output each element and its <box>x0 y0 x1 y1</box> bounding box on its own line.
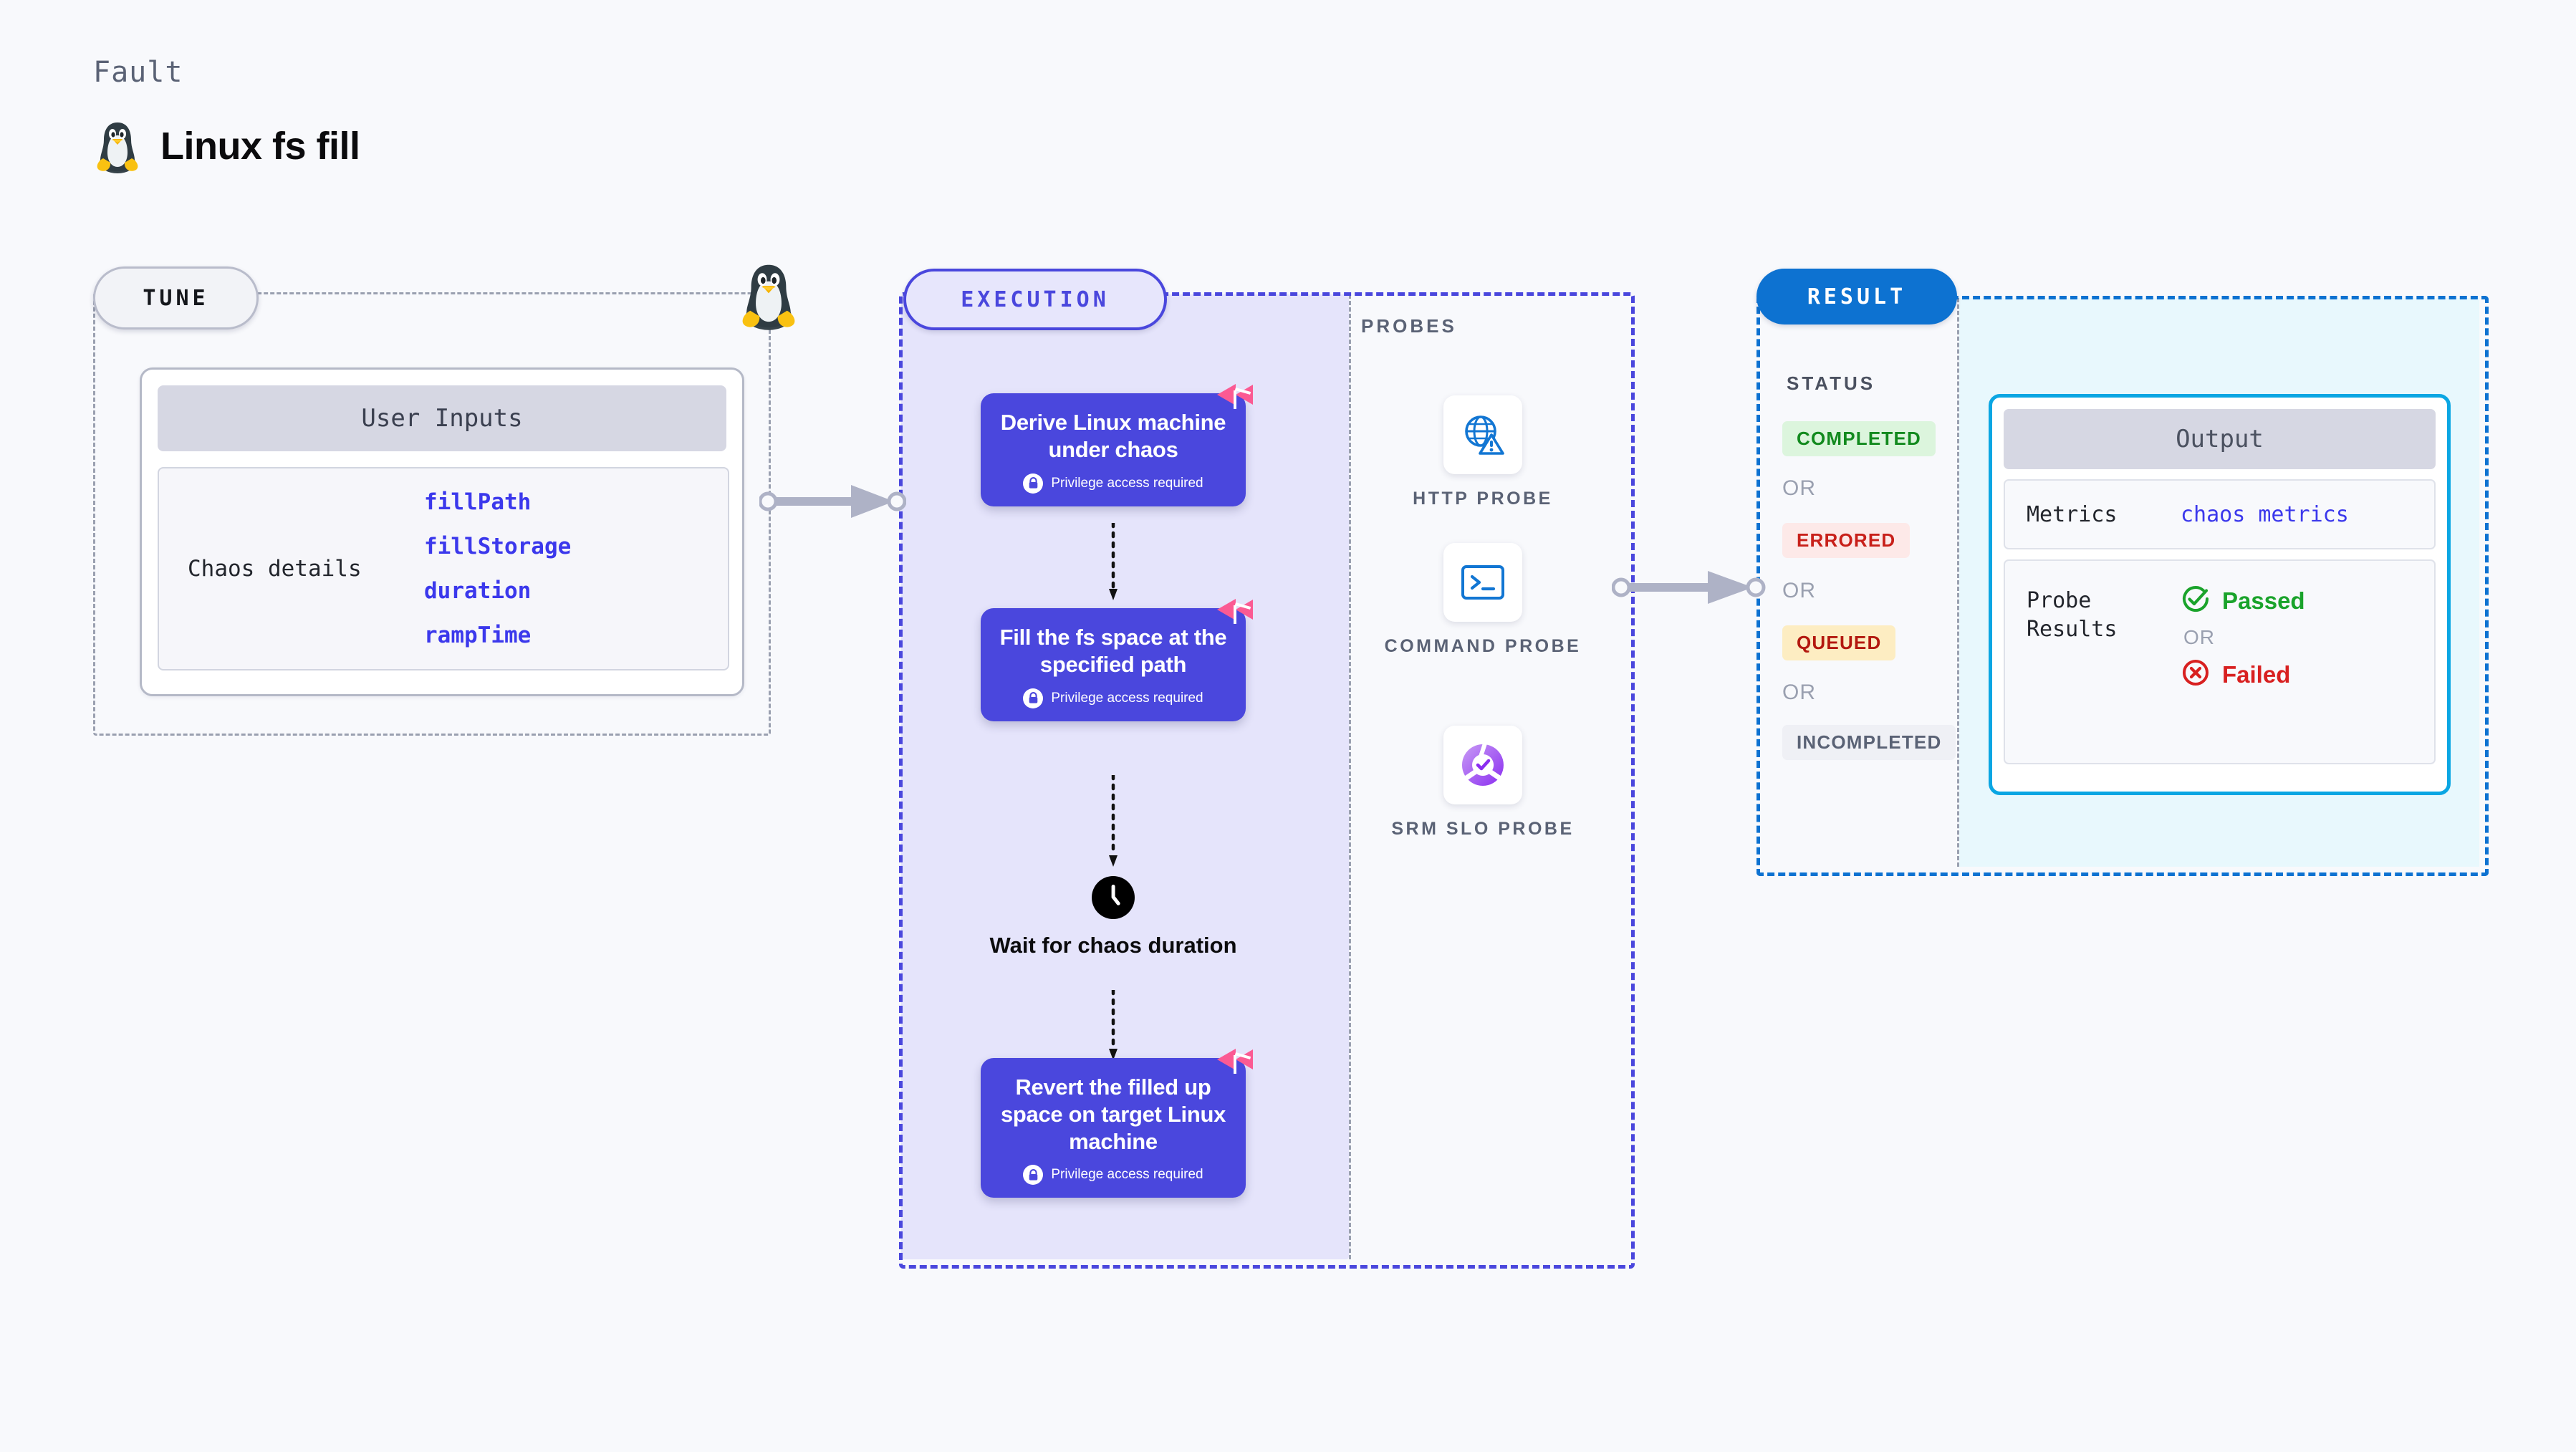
chaos-flag-icon <box>1214 595 1256 628</box>
chaos-flag-icon <box>1214 1045 1256 1078</box>
result-pill-label[interactable]: RESULT <box>1756 269 1957 324</box>
probe-item-http[interactable]: HTTP PROBE <box>1375 395 1590 511</box>
user-inputs-card: User Inputs Chaos details fillPath fillS… <box>140 367 744 696</box>
step-privilege-text: Privilege access required <box>1051 1167 1203 1183</box>
globe-warning-icon <box>1443 395 1522 474</box>
status-or-1: OR <box>1782 476 1816 500</box>
user-inputs-header: User Inputs <box>158 385 726 451</box>
chaos-flag-icon <box>1214 380 1256 413</box>
step-privilege-note: Privilege access required <box>994 1165 1233 1186</box>
status-badge-errored: ERRORED <box>1782 523 1911 558</box>
probe-results-key: Probe Results <box>2027 588 2118 642</box>
clock-icon <box>1091 876 1135 923</box>
probe-label: HTTP PROBE <box>1413 489 1553 509</box>
execution-pill-label[interactable]: EXECUTION <box>903 269 1167 330</box>
lock-icon <box>1023 688 1044 708</box>
flow-arrow-1 <box>1108 523 1118 603</box>
check-circle-icon <box>2181 584 2211 617</box>
probe-item-srm-slo[interactable]: SRM SLO PROBE <box>1375 726 1590 842</box>
metrics-key: Metrics <box>2027 501 2118 527</box>
result-inner-divider <box>1957 298 1959 867</box>
status-section-label: STATUS <box>1787 372 1876 394</box>
probe-label: SRM SLO PROBE <box>1391 819 1575 839</box>
step-privilege-text: Privilege access required <box>1051 475 1203 491</box>
probe-label: COMMAND PROBE <box>1384 636 1582 656</box>
status-or-2: OR <box>1782 579 1816 602</box>
probes-section-label: PROBES <box>1361 315 1457 337</box>
execution-step-card[interactable]: Revert the filled up space on target Lin… <box>981 1049 1253 1198</box>
lock-icon <box>1023 473 1044 494</box>
execution-step-card[interactable]: Fill the fs space at the specified path … <box>981 599 1253 721</box>
probe-result-passed: Passed <box>2181 584 2305 617</box>
tux-penguin-icon <box>93 118 142 174</box>
tune-tux-penguin-icon <box>736 259 801 331</box>
step-privilege-note: Privilege access required <box>994 473 1233 494</box>
lock-icon <box>1023 1165 1044 1186</box>
metrics-value[interactable]: chaos metrics <box>2181 501 2349 527</box>
probe-result-failed: Failed <box>2181 658 2305 691</box>
execution-region <box>899 292 1635 1269</box>
slo-donut-check-icon <box>1443 726 1522 804</box>
param-fillStorage[interactable]: fillStorage <box>424 534 572 559</box>
terminal-icon <box>1443 543 1522 622</box>
probe-result-or: OR <box>2183 626 2215 648</box>
page-title: Linux fs fill <box>160 125 360 168</box>
probe-results-values: Passed OR Failed <box>2181 561 2305 691</box>
output-card: Output Metrics chaos metrics Probe Resul… <box>1989 394 2451 795</box>
output-header-label: Output <box>2004 409 2436 469</box>
fault-title-row: Linux fs fill <box>93 118 360 174</box>
connector-tune-to-execution <box>759 476 906 527</box>
param-duration[interactable]: duration <box>424 578 532 604</box>
failed-label: Failed <box>2222 660 2291 688</box>
x-circle-icon <box>2181 658 2211 691</box>
execution-step-card[interactable]: Derive Linux machine under chaos Privile… <box>981 384 1253 506</box>
connector-execution-to-result <box>1612 562 1766 612</box>
probe-results-row: Probe Results Passed OR <box>2004 559 2436 764</box>
wait-node: Wait for chaos duration <box>981 875 1246 959</box>
chaos-params-list: fillPath fillStorage duration rampTime <box>424 489 571 648</box>
flow-arrow-3 <box>1108 990 1118 1063</box>
passed-label: Passed <box>2222 587 2305 614</box>
result-status-column <box>1759 298 1957 867</box>
status-or-3: OR <box>1782 681 1816 704</box>
wait-node-label: Wait for chaos duration <box>989 933 1237 958</box>
probes-divider <box>1349 294 1351 1259</box>
status-badge-queued: QUEUED <box>1782 625 1896 660</box>
metrics-row: Metrics chaos metrics <box>2004 479 2436 549</box>
tune-region <box>93 292 771 736</box>
step-title: Revert the filled up space on target Lin… <box>1000 1074 1226 1154</box>
flow-arrow-2 <box>1108 775 1118 870</box>
probe-item-command[interactable]: COMMAND PROBE <box>1375 543 1590 659</box>
tune-pill-label[interactable]: TUNE <box>93 266 259 330</box>
step-title: Fill the fs space at the specified path <box>999 625 1227 677</box>
step-privilege-note: Privilege access required <box>994 688 1233 708</box>
step-privilege-text: Privilege access required <box>1051 690 1203 706</box>
status-badge-completed: COMPLETED <box>1782 421 1936 456</box>
param-fillPath[interactable]: fillPath <box>424 489 532 515</box>
chaos-details-box: Chaos details fillPath fillStorage durat… <box>158 467 729 670</box>
chaos-details-label: Chaos details <box>188 556 362 582</box>
status-badge-incompleted: INCOMPLETED <box>1782 725 1956 760</box>
step-title: Derive Linux machine under chaos <box>1000 410 1226 462</box>
param-rampTime[interactable]: rampTime <box>424 622 532 648</box>
fault-eyebrow-label: Fault <box>93 56 183 89</box>
